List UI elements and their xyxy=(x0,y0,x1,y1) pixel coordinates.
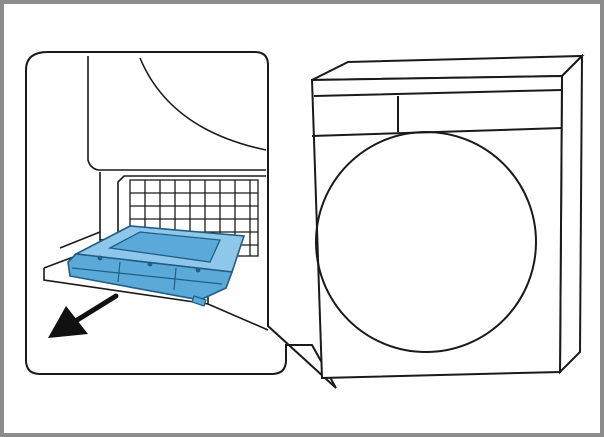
detail-callout xyxy=(25,51,337,389)
callout-recess xyxy=(99,172,266,241)
callout-door-arc xyxy=(139,57,267,151)
dryer-front xyxy=(310,74,564,380)
callout-plinth xyxy=(43,231,269,331)
dryer-door xyxy=(315,131,537,353)
filter-drawer xyxy=(67,225,246,307)
callout-outline xyxy=(25,51,337,389)
arrow-left-down-icon xyxy=(48,293,119,338)
dryer-side xyxy=(558,53,584,375)
callout-dryer-front xyxy=(87,56,266,171)
filter-drawer-front xyxy=(67,253,234,301)
tumble-dryer xyxy=(310,53,585,380)
filter-drawer-inner xyxy=(107,231,221,263)
